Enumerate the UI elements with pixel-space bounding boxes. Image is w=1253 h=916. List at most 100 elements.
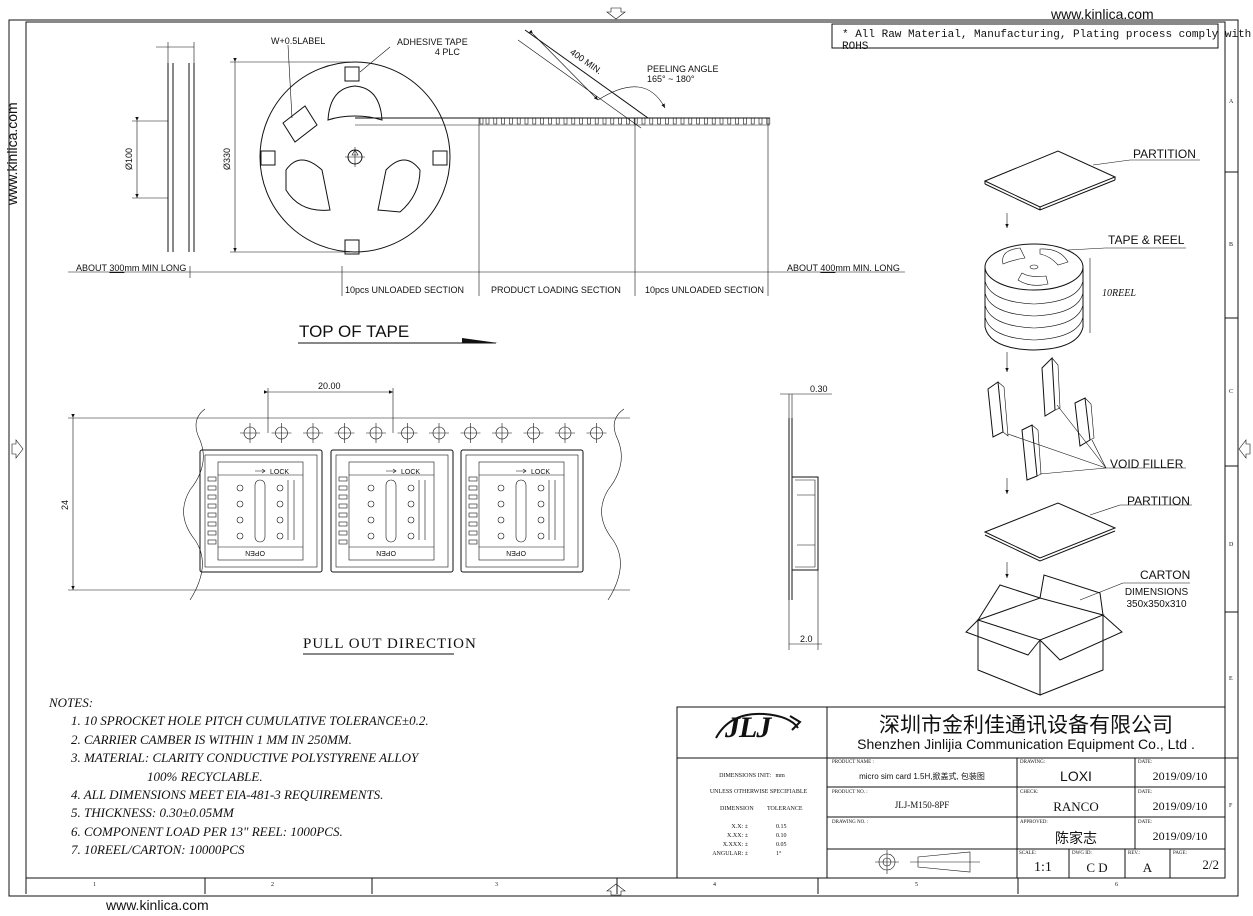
drawing-no-label: DRAWING NO. : <box>832 820 869 825</box>
open-marking: OPEN <box>245 549 265 556</box>
col-tolerance: TOLERANCE <box>767 806 803 812</box>
company-logo <box>715 712 802 739</box>
zone-label: 1 <box>93 882 96 888</box>
dwg-id-label: DWG ID: <box>1072 851 1092 856</box>
page-label: PAGE: <box>1173 851 1187 856</box>
zone-label: D <box>1229 542 1234 548</box>
component-pocket: LOCK OPEN <box>199 449 323 573</box>
partition-label-2: PARTITION <box>1127 494 1190 508</box>
check-label: CHECK: <box>1020 790 1039 795</box>
reel-stack <box>984 243 1084 291</box>
carton-box <box>965 574 1123 696</box>
hub-diameter: Ø100 <box>124 147 134 170</box>
lock-marking: LOCK <box>270 469 289 476</box>
note-item: 5. THICKNESS: 0.30±0.05MM <box>71 805 234 821</box>
dimensions-unit: DIMENSIONS INIT: mm <box>719 773 785 779</box>
right-arrow-icon <box>11 439 24 459</box>
top-of-tape-title: TOP OF TAPE <box>299 322 410 341</box>
tape-top-view <box>68 388 630 601</box>
drawing-frame <box>8 7 1251 897</box>
rohs-box <box>831 23 1219 49</box>
col-dimension: DIMENSION <box>720 806 754 812</box>
note-item: 1. 10 SPROCKET HOLE PITCH CUMULATIVE TOL… <box>71 713 429 729</box>
projection-symbol-icon <box>875 850 980 874</box>
rev-label: REV.: <box>1128 851 1140 856</box>
logo-text: JLJ <box>725 711 771 744</box>
zone-label: F <box>1229 803 1233 809</box>
zone-label: 5 <box>915 882 918 888</box>
scale-label: SCALE: <box>1019 851 1037 856</box>
notes-title: NOTES: <box>49 695 94 710</box>
tolerance-dims: X.X: ±X.XX: ±X.XXX: ±ANGULAR: ± <box>712 824 748 857</box>
tape-width-dimension: 24 <box>60 499 70 510</box>
watermark-side: www.kinlica.com <box>4 102 20 205</box>
void-filler-label: VOID FILLER <box>1110 457 1184 471</box>
unloaded-section-1: 10pcs UNLOADED SECTION <box>345 285 465 295</box>
zone-label: A <box>1229 99 1234 105</box>
component-pocket: LOCK OPEN <box>330 449 454 573</box>
date-3: 2019/09/10 <box>1152 829 1208 843</box>
partition-label-1: PARTITION <box>1133 147 1196 161</box>
section-dimensions <box>68 118 905 296</box>
open-marking: OPEN <box>376 549 396 556</box>
loading-section: PRODUCT LOADING SECTION <box>491 285 621 295</box>
page-value: 2/2 <box>1202 857 1219 872</box>
lock-marking: LOCK <box>401 469 420 476</box>
watermark-top: www.kinlica.com <box>1051 6 1154 22</box>
note-item: 6. COMPONENT LOAD PER 13" REEL: 1000PCS. <box>71 823 343 839</box>
note-item: 7. 10REEL/CARTON: 10000PCS <box>71 842 245 858</box>
unloaded-section-2: 10pcs UNLOADED SECTION <box>645 285 765 295</box>
zone-label: E <box>1229 676 1233 682</box>
carton-label: CARTON <box>1140 568 1191 582</box>
product-no: JLJ-M150-8PF <box>894 800 950 810</box>
down-arrow-icon <box>606 7 626 20</box>
reel-diameter: Ø330 <box>222 147 232 170</box>
unless-specified: UNLESS OTHERWISE SPECIFIABLE <box>709 789 808 795</box>
date-label-3: DATE: <box>1138 820 1153 825</box>
date-1: 2019/09/10 <box>1152 769 1208 783</box>
depth-dimension: 2.0 <box>800 634 813 644</box>
tape-side-section <box>780 393 832 650</box>
check-by: RANCO <box>1053 799 1099 814</box>
watermark-bottom: www.kinlica.com <box>106 897 209 913</box>
zone-label: 2 <box>271 882 274 888</box>
packing-illustration <box>965 150 1200 696</box>
partition-bottom <box>983 502 1117 559</box>
tape-perforations <box>485 118 771 125</box>
tape-reel-label: TAPE & REEL <box>1108 233 1185 247</box>
note-item: 2. CARRIER CAMBER IS WITHIN 1 MM IN 250M… <box>71 731 352 747</box>
up-arrow-icon <box>606 883 626 896</box>
notes-block: NOTES: 1. 10 SPROCKET HOLE PITCH CUMULAT… <box>49 694 429 860</box>
zone-label: 4 <box>713 882 716 888</box>
title-block-frame <box>676 706 1226 879</box>
dwg-id: C D <box>1086 860 1108 875</box>
zone-label: 6 <box>1115 882 1118 888</box>
reel-side-view <box>132 42 195 252</box>
reel-count-label: 10REEL <box>1102 288 1136 299</box>
drawing-by: LOXI <box>1060 768 1092 784</box>
note-item: 4. ALL DIMENSIONS MEET EIA-481-3 REQUIRE… <box>71 787 384 803</box>
w-tolerance-label: W+0.5LABEL <box>271 36 326 46</box>
partition-top <box>983 150 1117 208</box>
drawing-label: DRAWING: <box>1020 760 1046 765</box>
tape-leader <box>355 117 770 126</box>
scale-value: 1:1 <box>1034 860 1052 875</box>
product-name: micro sim card 1.5H,掀盖式, 包装图 <box>859 772 985 781</box>
date-2: 2019/09/10 <box>1152 799 1208 813</box>
void-filler <box>987 381 1004 438</box>
zone-label: 3 <box>495 882 498 888</box>
open-marking: OPEN <box>506 549 526 556</box>
about-400-label: ABOUT 400mm MIN. LONG <box>787 263 900 273</box>
peel-leader <box>517 29 666 129</box>
pull-out-direction: PULL OUT DIRECTION <box>303 636 477 652</box>
approved-label: APPROVED: <box>1020 820 1048 825</box>
pitch-dimension: 20.00 <box>318 381 341 391</box>
thickness-dimension: 0.30 <box>810 384 828 394</box>
